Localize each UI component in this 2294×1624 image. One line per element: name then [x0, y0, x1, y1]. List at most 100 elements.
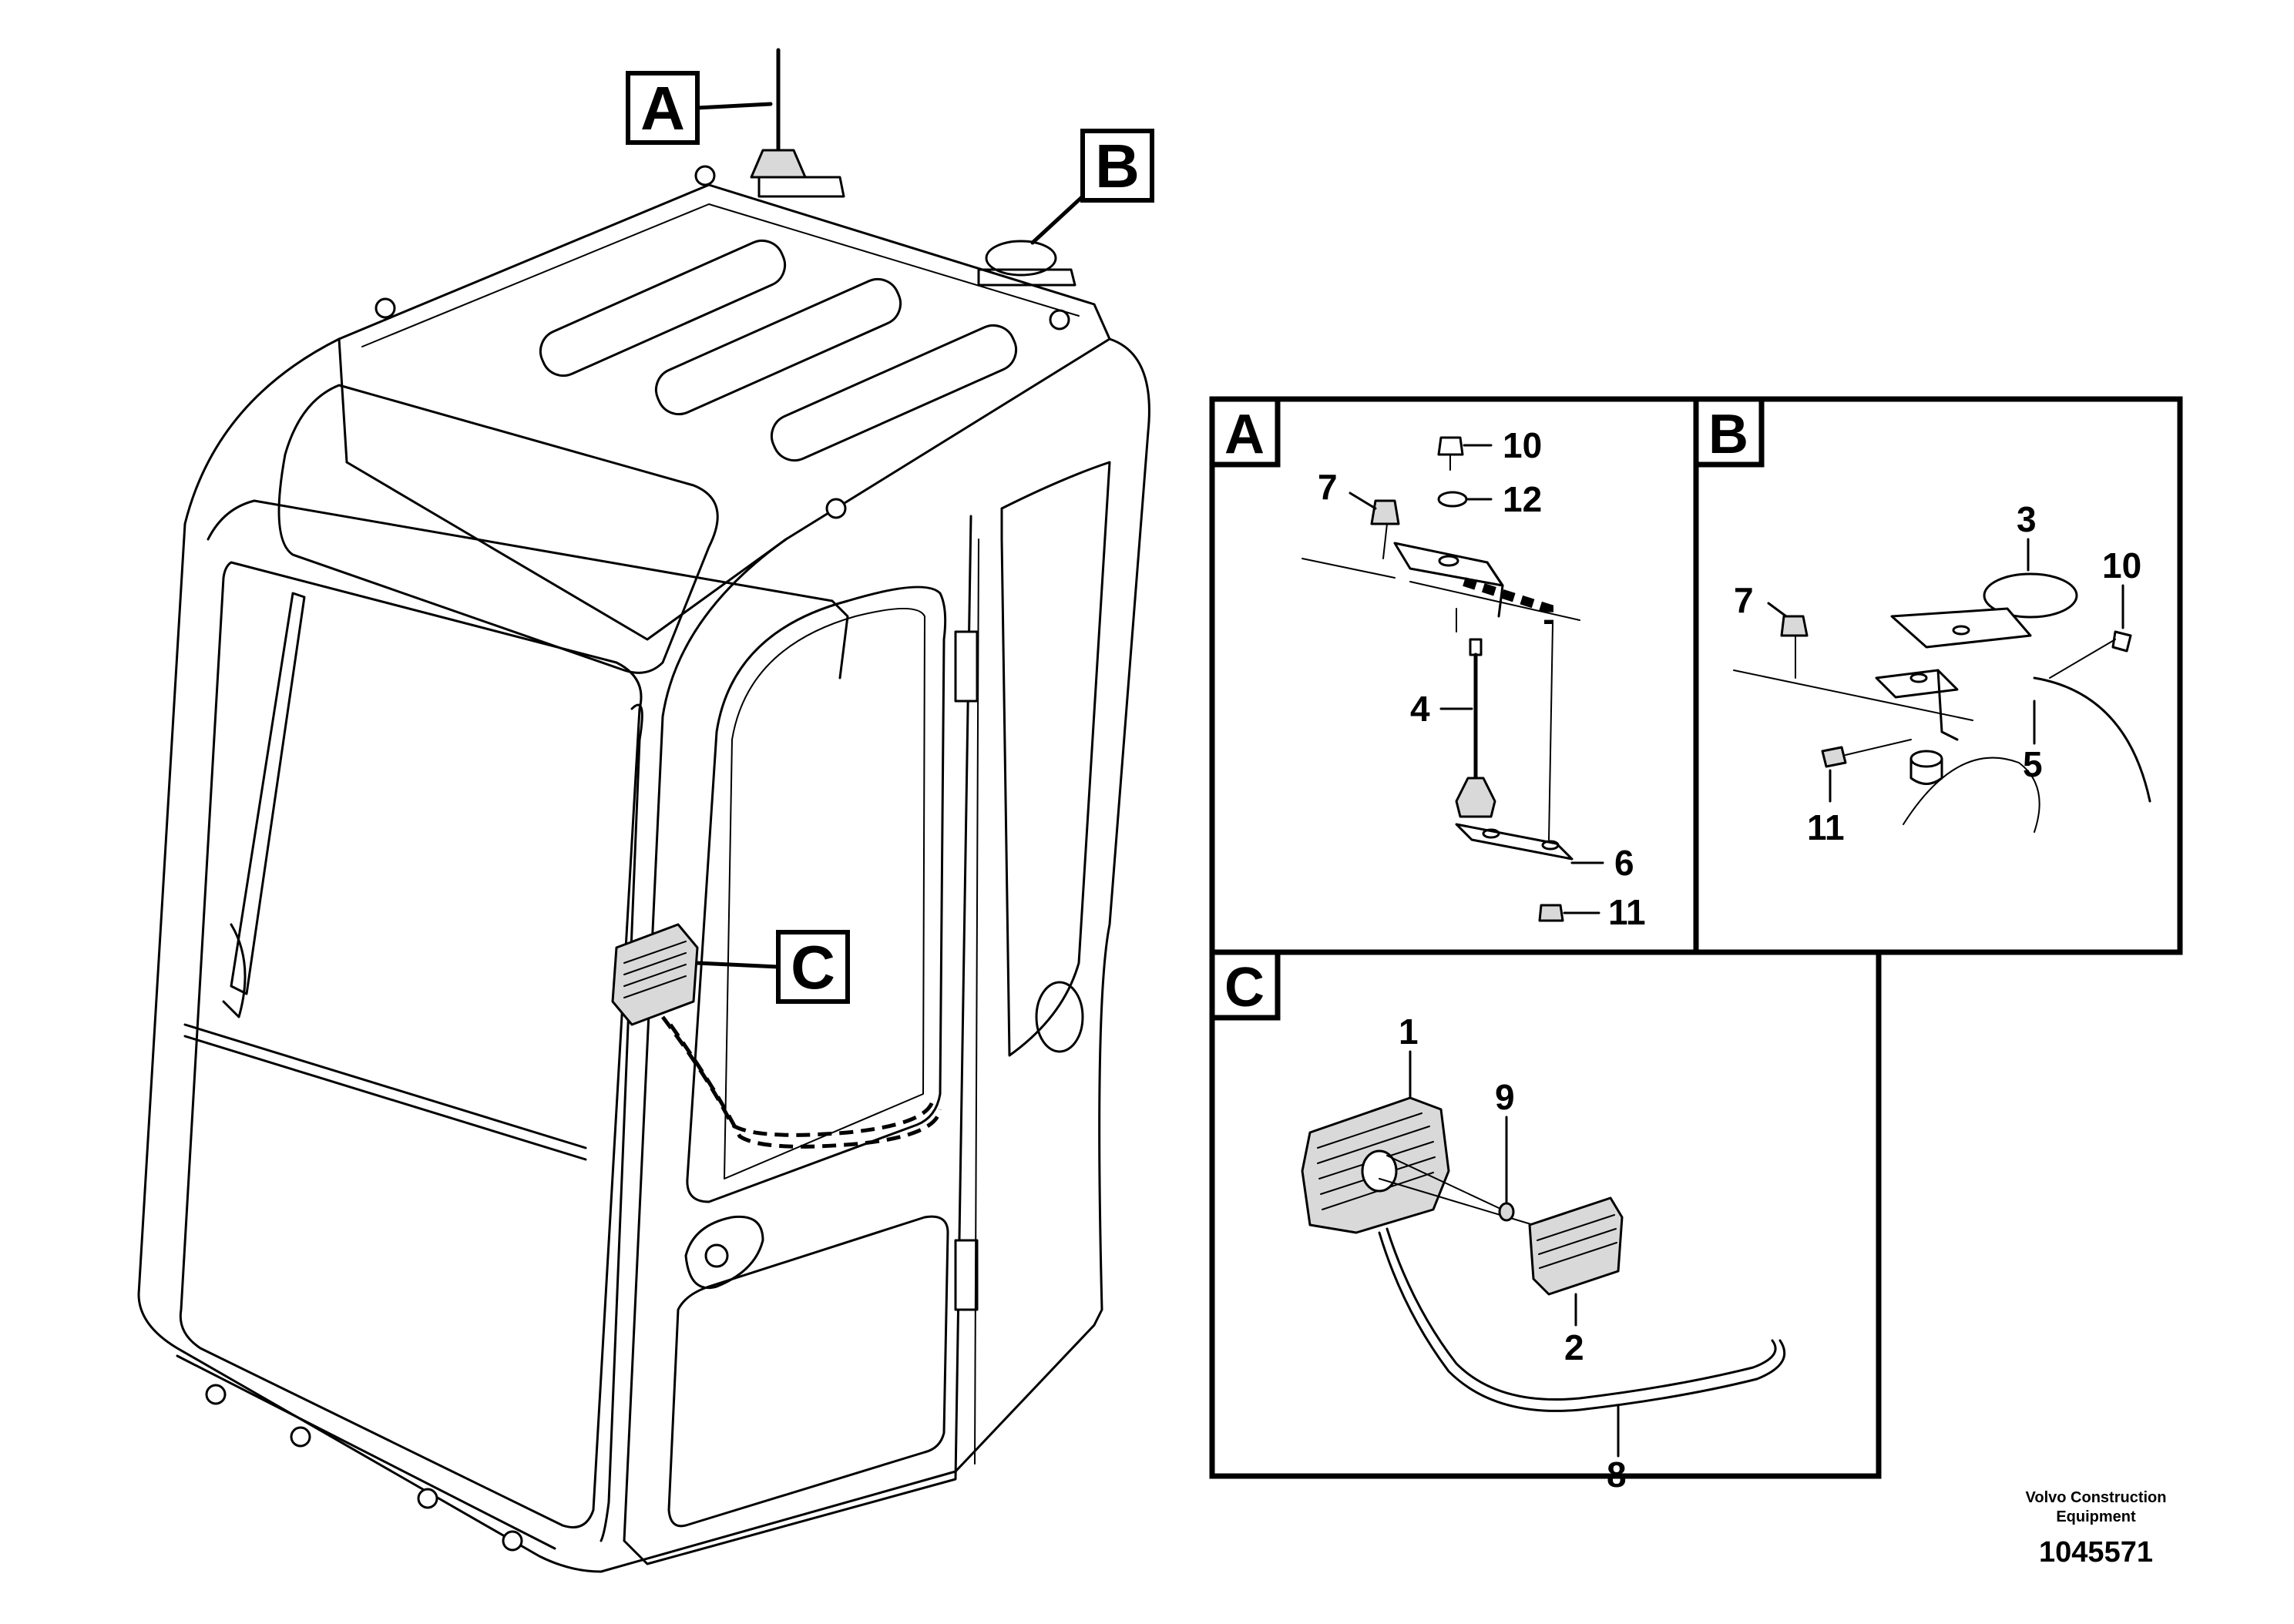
part-c-8: 8: [1607, 1455, 1627, 1495]
part-b-5: 5: [2023, 744, 2043, 784]
windshield-divider-2: [183, 1035, 587, 1161]
roof-window: [277, 384, 719, 674]
part-a-10: 10: [1503, 425, 1542, 465]
main-callout-a[interactable]: A: [626, 71, 773, 145]
panel-c-cable-inner: [1385, 1227, 1777, 1401]
panel-a-vertical-line: [1548, 623, 1553, 841]
part-b-7: 7: [1734, 580, 1754, 620]
antenna-bracket: [757, 176, 845, 198]
antenna-base: [750, 149, 807, 179]
roof-vent-1: [539, 239, 787, 377]
panel-a-cab-edge: [1302, 558, 1580, 621]
part-a-6: 6: [1614, 843, 1634, 883]
panel-b-bolt-axis: [2049, 639, 2116, 679]
part-b-10: 10: [2102, 545, 2141, 586]
callout-c-leader: [695, 961, 781, 969]
main-callout-c[interactable]: C: [695, 930, 850, 1004]
roof-bolt-1: [694, 165, 716, 186]
wiper-motor: [222, 923, 247, 1018]
door-window: [686, 586, 947, 1203]
leader-b-7: [1767, 602, 1788, 618]
footer-drawing-number: 1045571: [2039, 1536, 2153, 1569]
grab-rail: [600, 703, 643, 1542]
part-c-9: 9: [1495, 1077, 1515, 1117]
panel-a-nut-7-leader: [1382, 523, 1388, 559]
display-cable-dashed-2: [668, 1023, 942, 1149]
callout-b-box[interactable]: [1080, 129, 1154, 203]
roof-bolt-4: [1049, 309, 1070, 331]
panel-b-nut-7: [1780, 615, 1809, 637]
display-unit-ribs: [623, 941, 687, 998]
main-callout-b[interactable]: B: [1030, 129, 1154, 245]
panel-b-cab-curve: [1903, 757, 2040, 833]
part-b-3: 3: [2017, 499, 2037, 539]
door-lower-panel: [667, 1215, 949, 1528]
leader-a-7: [1349, 492, 1377, 510]
panel-c-screw: [1498, 1202, 1515, 1222]
footer-company-line1: Volvo Construction: [2026, 1489, 2167, 1506]
cab-frame-line: [207, 499, 849, 679]
callout-b-leader: [1030, 194, 1085, 245]
part-a-12: 12: [1503, 479, 1542, 519]
cab-front-frame: [137, 337, 957, 1573]
detail-panel-c: C 1 9 2 8: [1209, 949, 1882, 1495]
callout-a-label: A: [640, 74, 685, 143]
panel-a-plate-hole-1: [1482, 828, 1500, 839]
panel-a-plate: [1455, 823, 1574, 861]
door-frame: [623, 515, 972, 1565]
panel-a-antenna-base: [1455, 777, 1496, 818]
panel-b-gps-plate: [1890, 607, 2032, 649]
cab-rear-frame: [954, 337, 1150, 1473]
cab-illustration: [137, 48, 1150, 1573]
part-b-11: 11: [1807, 807, 1845, 847]
panel-b-nut-11: [1821, 746, 1847, 768]
panel-b-letter: B: [1708, 404, 1748, 465]
footer: Volvo Construction Equipment 1045571: [2026, 1489, 2167, 1569]
roof-bolt-2: [374, 297, 396, 319]
panel-c-cable-outer: [1378, 1231, 1786, 1412]
display-cable-dashed: [660, 1015, 935, 1137]
roof-vent-3: [770, 324, 1018, 462]
panel-b-cable: [2033, 676, 2151, 803]
panel-a-plate-hole-2: [1541, 840, 1560, 851]
callout-c-label: C: [791, 933, 835, 1002]
panel-a-bracket-side: [1486, 561, 1504, 618]
panel-b-standoff-body: [1909, 757, 1943, 785]
bottom-bolt-2: [290, 1426, 311, 1448]
gps-antenna: [985, 240, 1057, 277]
cab-roof: [338, 183, 1111, 641]
part-a-7: 7: [1318, 467, 1338, 507]
panel-b-bracket-side: [1936, 669, 1959, 741]
wiper-arm: [230, 592, 306, 995]
door-window-inner: [724, 608, 925, 1179]
panel-b-cab-edge: [1733, 669, 1973, 721]
panel-b-bolt-10: [2111, 630, 2132, 653]
part-a-4: 4: [1410, 689, 1430, 729]
panel-b-standoff: [1909, 750, 1943, 768]
door-edge-line: [974, 539, 979, 1465]
panel-a-dashed-cable: [1463, 577, 1553, 624]
part-c-1: 1: [1399, 1012, 1419, 1052]
panel-b-letter-box: [1693, 396, 1765, 468]
door-handle: [684, 1215, 764, 1289]
panel-b-bracket-hole: [1909, 673, 1928, 683]
panel-c-axis-1: [1386, 1155, 1511, 1214]
windshield-divider: [183, 1023, 587, 1149]
panel-c-bracket-ribs: [1537, 1214, 1617, 1269]
panel-a-nut-7: [1370, 499, 1400, 525]
footer-company-line2: Equipment: [2056, 1508, 2136, 1525]
door-hinge-lower: [954, 1239, 979, 1311]
panel-a-letter-box: [1209, 396, 1281, 468]
callout-c-box[interactable]: [776, 930, 850, 1004]
panel-a-antenna-tip: [1469, 638, 1483, 656]
part-c-2: 2: [1564, 1327, 1584, 1367]
roof-vent-2: [654, 277, 902, 416]
side-vent: [1035, 981, 1084, 1053]
gps-bracket: [977, 268, 1076, 287]
panel-c-bracket: [1528, 1196, 1624, 1296]
bottom-bolt-4: [502, 1530, 523, 1552]
front-windshield: [179, 561, 643, 1528]
panel-a-nut-11: [1538, 904, 1564, 922]
